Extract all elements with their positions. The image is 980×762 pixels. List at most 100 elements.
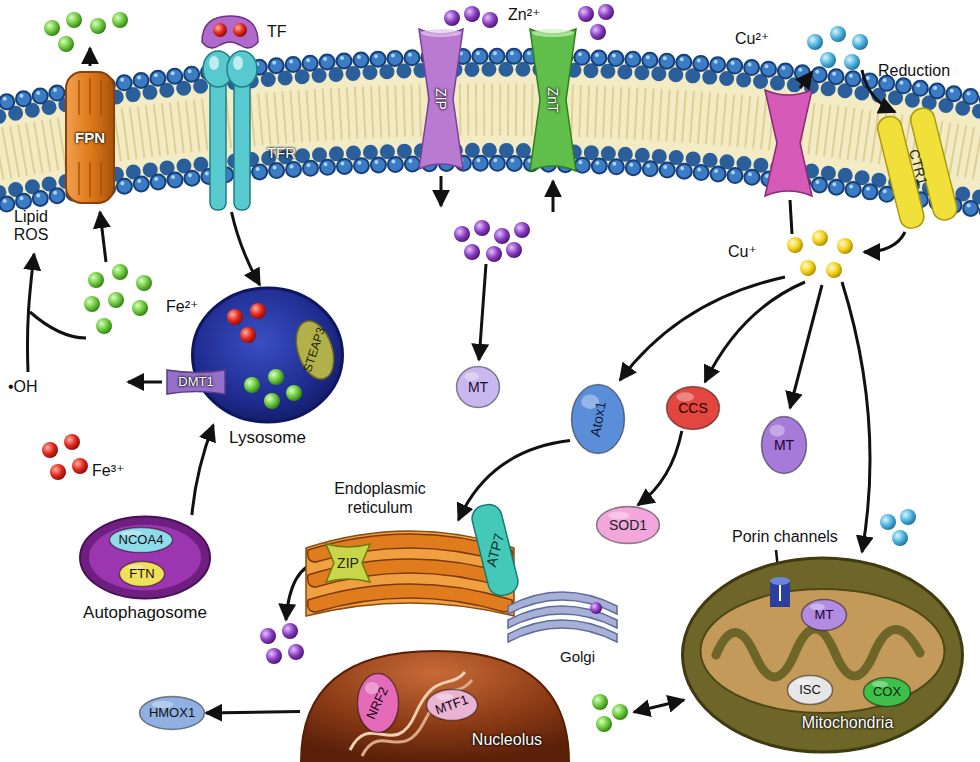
protein: MT [800,598,848,632]
flow-arrow [842,282,870,552]
organelle-shape [701,589,945,713]
ion-label: Fe³⁺ [92,462,124,480]
protein-label: MT [774,437,794,453]
arrow-connector [192,425,213,515]
arrow-connector [638,431,682,505]
transporter-protein: FPN [62,70,118,205]
flow-arrow [479,264,486,360]
flow-arrow [705,282,805,382]
flow-arrow [128,381,162,384]
transporter-protein-shape [532,29,574,37]
organelle-shape [590,602,602,614]
flow-arrow [790,285,822,408]
transporter-protein-label: ZIP [337,555,359,571]
transporter-protein: ZIP [415,25,467,173]
ion-label: Cu²⁺ [735,30,769,48]
copper-exporter [765,90,812,196]
organelle-label: Mitochondria [802,714,894,732]
flow-arrow [620,277,785,380]
protein: ISC [786,674,834,706]
transporter-protein-shape [167,370,225,394]
iron-dot [612,704,628,720]
zinc-dot [590,24,606,40]
protein-label: FTN [129,567,154,582]
protein: NCOA4 [108,526,174,554]
protein: MT [455,365,501,409]
protein-shape [140,697,205,730]
flow-arrow [552,181,555,212]
organelle-shape [286,385,302,401]
label-anchor: Fe³⁺ [92,462,124,480]
protein: SOD1 [595,505,661,545]
cuprous-dot [800,260,816,276]
protein-shape [290,316,341,384]
process-label: Reduction [878,62,950,80]
organelle-shape [240,327,256,343]
copper-dot [892,530,908,546]
organelle-shape [80,517,210,599]
zinc-dot [486,246,502,262]
transcription-factor-shape [358,674,399,733]
transporter-protein-shape [530,29,576,171]
organelle-shape [301,651,569,762]
iron-dot [96,318,112,334]
iron-dot [66,12,82,28]
organelle-shape [227,303,266,343]
transporter-protein: ZIP [322,540,374,586]
transporter-protein: CTR1 [876,105,960,230]
transferrin-shape [202,16,258,48]
organelle-shape [716,629,920,677]
cell-membrane [0,163,980,212]
protein: COX [862,676,912,708]
organelle-shape [244,377,260,393]
arrow-connector [458,441,570,520]
transporter-protein: DMT1 [165,368,227,396]
receptor-protein-shape [233,56,243,70]
organelle: Mitochondria MT ISC COX [680,555,965,755]
protein-label: CCS [678,400,708,416]
ion-label: Zn²⁺ [508,6,540,24]
organelle: Endoplasmic reticulumZIPATP7 [300,520,520,625]
protein: STEAP3 [296,318,334,382]
cuprous-dot [826,262,842,278]
flow-arrow [634,700,684,712]
zinc-dot [514,222,530,238]
zinc-dot [444,10,460,26]
transferrin-shape [233,23,247,37]
cuprous-dot [812,230,828,246]
iron-dot [592,694,608,710]
organelle-label: Endoplasmic reticulum [325,480,435,517]
arrow-connector [206,712,300,713]
organelle-label: Nucleolus [472,731,542,749]
protein-shape [667,387,720,430]
organelle: AutophagosomeNCOA4FTN [78,515,212,600]
protein-shape [864,678,911,707]
organelle-label: Lysosome [229,428,306,448]
label-anchor: Zn²⁺ [508,6,540,24]
organelle-shape [508,620,617,642]
label-anchor: Fe²⁺ [166,298,198,316]
protein-shape [770,425,785,437]
transporter-protein: ATP7 [472,500,518,600]
organelle-shape [193,288,343,422]
receptor-protein: TFR [200,45,305,212]
transcription-factor: MTF1 [425,688,479,722]
flow-arrow [800,72,812,88]
transporter-protein-shape [875,106,959,231]
organelle-shape [264,393,280,409]
label-anchor: •OH [8,378,38,396]
transporter-protein-shape [326,544,370,582]
label-anchor: Cu²⁺ [735,30,769,48]
receptor-protein-shape [203,51,257,210]
copper-dot [852,34,868,50]
transporter-protein: ZnT [526,25,580,175]
transporter-protein-label: ZnT [545,88,561,113]
zinc-dot [598,4,614,20]
arrow-connector [232,212,260,285]
iron-dot [112,12,128,28]
species-label: Lipid ROS [6,208,56,245]
protein: HMOX1 [138,695,206,731]
transporter-protein-shape [419,29,463,169]
organelle-shape [268,369,284,385]
